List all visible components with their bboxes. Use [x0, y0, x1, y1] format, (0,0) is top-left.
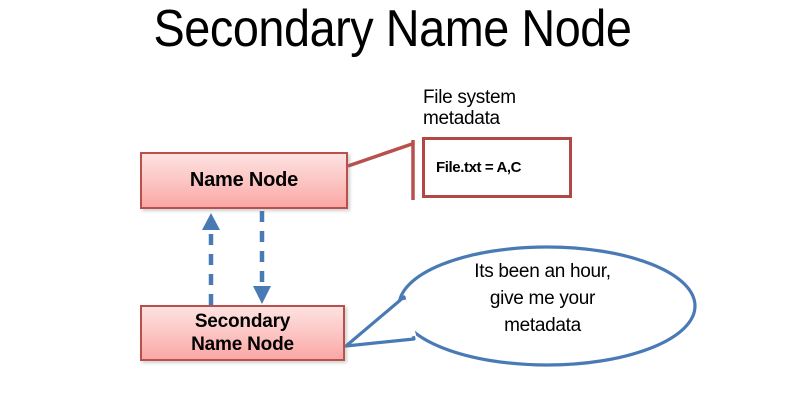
metadata-value: File.txt = A,C — [436, 159, 522, 176]
metadata-caption: File system metadata — [423, 87, 603, 129]
secondary-name-node-box[interactable]: Secondary Name Node — [140, 305, 345, 361]
speech-bubble-line1: Its been an hour, — [474, 261, 611, 282]
secondary-name-node-label-line1: Secondary — [194, 311, 291, 332]
metadata-caption-line2: metadata — [423, 108, 500, 129]
name-node-box[interactable]: Name Node — [140, 152, 348, 209]
page-title: Secondary Name Node — [153, 0, 632, 58]
metadata-caption-line1: File system — [423, 87, 516, 108]
secondary-name-node-label-line2: Name Node — [191, 334, 294, 355]
sync-up-arrow — [202, 213, 220, 305]
speech-bubble-line3: metadata — [504, 315, 581, 336]
sync-down-arrow — [253, 211, 271, 304]
speech-bubble-text: Its been an hour, give me your metadata — [425, 258, 660, 339]
speech-bubble-line2: give me your — [489, 288, 596, 309]
secondary-name-node-label: Secondary Name Node — [191, 310, 294, 356]
name-node-label: Name Node — [189, 169, 299, 191]
metadata-leader-line — [347, 142, 413, 168]
metadata-box: File.txt = A,C — [422, 137, 572, 198]
